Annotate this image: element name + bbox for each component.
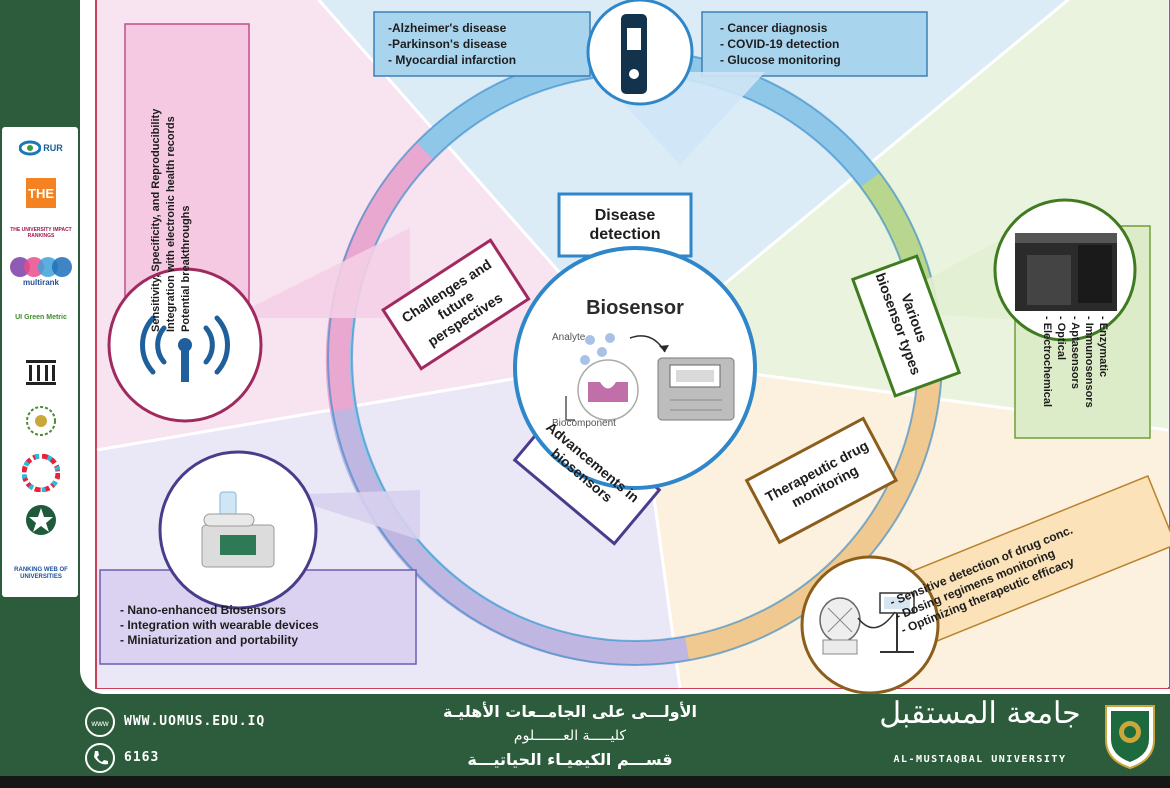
list-item: - Immunosensors — [1083, 316, 1095, 408]
challenges-box — [381, 238, 531, 371]
list-item: - Integration with wearable devices — [120, 618, 319, 632]
circles-logo-icon — [10, 256, 72, 277]
list-item: - Nano-enhanced Biosensors — [120, 603, 287, 617]
wireless-icon — [140, 315, 230, 382]
list-item: - COVID-19 detection — [720, 37, 840, 51]
list-item: - Glucose monitoring — [720, 53, 841, 67]
list-item: - Aptasensors — [1069, 316, 1081, 389]
types-box — [850, 254, 962, 398]
list-item: Integration with electronic health recor… — [165, 116, 177, 332]
disease-list-right-box — [701, 11, 928, 77]
arab-rankings-logo — [6, 399, 76, 447]
test-kit-icon — [621, 14, 647, 94]
university-crest-icon — [1105, 705, 1155, 770]
biosensor-diagram — [95, 0, 1170, 694]
disease-list-left-box — [373, 11, 591, 77]
the-impact-logo: THE UNIVERSITY IMPACT RANKINGS — [10, 227, 72, 239]
biocomponent-label: Biocomponent — [552, 418, 616, 429]
ring-therapeutic-segment — [684, 364, 942, 661]
building-logo — [6, 355, 76, 389]
list-item: Sensitivity, Specificity, and Reproducib… — [150, 108, 162, 332]
challenges-box-group — [381, 238, 531, 371]
footer-arabic-line1: الأولـــى على الجامــعات الأهليـة — [442, 702, 698, 721]
list-item: -Alzheimer's disease — [388, 21, 507, 35]
footer-arabic-line3: قســـم الكيميـاء الحياتيـــة — [467, 750, 673, 769]
biocomponent-icon — [565, 359, 639, 421]
website-link[interactable]: WWW.UOMUS.EDU.IQ — [124, 714, 266, 729]
ring-advancements-segment — [330, 407, 690, 666]
laurel-logo-icon — [26, 406, 56, 436]
disease-list-left: -Alzheimer's disease -Parkinson's diseas… — [388, 20, 516, 68]
types-box-group — [850, 254, 962, 398]
footer-arabic-line2: كليـــــة العـــــــلوم — [513, 728, 627, 744]
list-item: -Parkinson's disease — [388, 37, 507, 51]
analyte-label: Analyte — [552, 332, 586, 343]
therapeutic-box-group — [744, 416, 899, 545]
university-name-arabic: جامعة المستقبل — [879, 696, 1081, 731]
university-name-english: AL-MUSTAQBAL UNIVERSITY — [893, 754, 1067, 765]
ranking-web-logo: RANKING WEB OF UNIVERSITIES — [14, 567, 68, 580]
types-list: - Enzymatic - Immunosensors - Aptasensor… — [1040, 316, 1110, 436]
eye-logo-icon — [19, 140, 42, 156]
patient-monitor-icon — [819, 592, 915, 655]
patient-monitor-circle — [800, 555, 940, 694]
biosensor-device-icon — [657, 357, 735, 421]
ui-greenmetric-logo: UI Green Metric — [15, 313, 67, 321]
disease-list-right: - Cancer diagnosis - COVID-19 detection … — [720, 20, 841, 68]
center-circle — [513, 246, 757, 490]
diagram-canvas: -Alzheimer's disease -Parkinson's diseas… — [80, 0, 1170, 694]
sdg-wheel-icon — [22, 454, 60, 492]
the-logo: THE — [6, 175, 76, 211]
advancements-list: - Nano-enhanced Biosensors - Integration… — [120, 603, 319, 648]
list-item: - Cancer diagnosis — [720, 21, 828, 35]
multirank-logo: multirank — [6, 253, 76, 289]
analyte-icon — [580, 333, 615, 365]
list-item: - Enzymatic — [1097, 316, 1109, 378]
list-item: - Electrochemical — [1041, 316, 1053, 408]
rur-logo: RUR — [6, 133, 76, 163]
globe-icon[interactable]: www — [84, 706, 116, 738]
therapeutic-box — [744, 416, 899, 545]
list-item: Potential breakthroughs — [180, 205, 192, 332]
lab-instrument-icon — [1015, 233, 1117, 311]
portable-device-icon — [201, 491, 275, 568]
challenges-list: Sensitivity, Specificity, and Reproducib… — [149, 32, 194, 332]
list-item: - Miniaturization and portability — [120, 633, 298, 647]
sector-therapeutic — [635, 358, 1168, 688]
disease-detection-label: Disease detection — [589, 207, 661, 243]
star-emblem-icon — [26, 505, 56, 535]
bottom-black-bar — [0, 776, 1170, 788]
svg-text:www: www — [90, 719, 109, 728]
list-item: - Optical — [1055, 316, 1067, 361]
rankings-logo-strip: RUR THE THE UNIVERSITY IMPACT RANKINGS m… — [2, 127, 78, 597]
phone-icon[interactable] — [84, 742, 116, 774]
columns-logo-icon — [26, 360, 56, 385]
list-item: - Myocardial infarction — [388, 53, 517, 67]
center-title: Biosensor — [586, 297, 684, 319]
arab-engineers-logo — [6, 499, 76, 547]
sdg-logo — [6, 453, 76, 493]
footer-bar: www WWW.UOMUS.EDU.IQ 6163 الأولـــى على … — [0, 694, 1170, 788]
phone-number: 6163 — [124, 750, 160, 765]
